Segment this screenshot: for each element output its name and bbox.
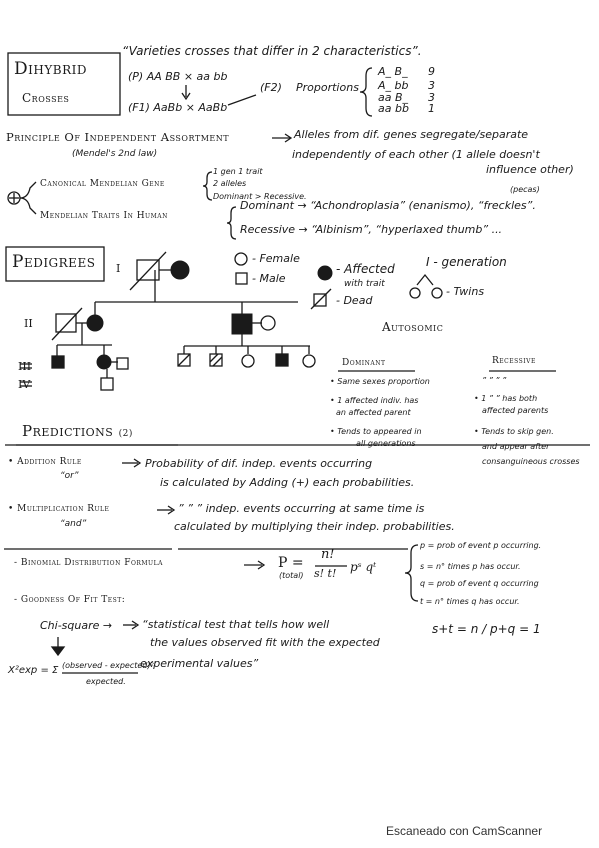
ratio-genotype: aa B_ bbox=[378, 91, 409, 104]
legend-dead: - Dead bbox=[336, 294, 373, 307]
chi-formula-denominator: expected. bbox=[86, 677, 126, 686]
autosomic-recessive-title: Recessive bbox=[492, 356, 536, 366]
principle-title: Principle Of Independent Assortment bbox=[6, 130, 230, 144]
traits-dominant: Dominant → “Achondroplasia” (enanismo), … bbox=[240, 199, 536, 212]
gen1-female-affected bbox=[170, 260, 190, 280]
addition-def-2: is calculated by Adding (+) each probabi… bbox=[160, 476, 415, 489]
binomial-sums: s+t = n / p+q = 1 bbox=[432, 622, 541, 636]
recessive-item: ” ” ” ” bbox=[482, 376, 507, 385]
binomial-total: (total) bbox=[279, 571, 304, 580]
legend-dead-symbol bbox=[313, 293, 327, 307]
legend-affected: - Affected bbox=[336, 262, 395, 276]
f2-label: (F2) bbox=[260, 81, 282, 94]
f1-generation: (F1) AaBb × AaBb bbox=[128, 101, 228, 114]
addition-def-1: Probability of dif. indep. events occurr… bbox=[145, 457, 373, 470]
binomial-denominator: s! t! bbox=[314, 567, 337, 580]
dihybrid-title: Dihybrid bbox=[14, 59, 87, 79]
binomial-p-eq: P = bbox=[278, 555, 304, 571]
mendel-law: (Mendel's 2nd law) bbox=[72, 149, 158, 159]
canonical-label: Canonical Mendelian Gene bbox=[40, 179, 165, 189]
pedigrees-title-box bbox=[5, 246, 105, 282]
p-generation: (P) AA BB × aa bb bbox=[128, 70, 228, 83]
addition-or: “or” bbox=[60, 471, 79, 481]
scanner-watermark: Escaneado con CamScanner bbox=[386, 824, 543, 838]
binomial-def: p = prob of event p occurring. bbox=[420, 541, 542, 550]
canonical-b3: Dominant > Recessive. bbox=[213, 192, 307, 201]
binomial-label: - Binomial Distribution Formula bbox=[14, 558, 163, 568]
recessive-item: • 1 ” ” has both bbox=[474, 394, 538, 403]
autosomic-title: Autosomic bbox=[382, 320, 444, 334]
ratio-genotype: aa bb bbox=[378, 102, 409, 115]
traits-label: Mendelian Traits In Human bbox=[40, 211, 168, 221]
dihybrid-subtitle: Crosses bbox=[22, 91, 70, 105]
legend-affected-symbol bbox=[317, 265, 333, 281]
ratio-genotype: A_ B_ bbox=[378, 65, 408, 78]
goodness-desc-1: “statistical test that tells how well bbox=[142, 618, 330, 631]
multiplication-rule-label: • Multiplication Rule bbox=[8, 504, 110, 514]
legend-affected-2: with trait bbox=[344, 279, 385, 289]
dihybrid-quote: “Varieties crosses that differ in 2 char… bbox=[122, 44, 422, 58]
dominant-item: • Tends to appeared in bbox=[330, 427, 422, 436]
traits-recessive: Recessive → “Albinism”, “hyperlaxed thum… bbox=[240, 223, 503, 236]
canonical-b2: 2 alleles bbox=[213, 179, 247, 188]
binomial-def: t = n° times q has occur. bbox=[420, 597, 520, 606]
principle-def-2: independently of each other (1 allele do… bbox=[292, 148, 540, 161]
gen-label-4: IV bbox=[18, 378, 31, 391]
binomial-def: s = n° times p has occur. bbox=[420, 562, 521, 571]
gen-label-1: I bbox=[116, 262, 121, 275]
recessive-item: affected parents bbox=[482, 406, 549, 415]
legend-male-symbol bbox=[235, 272, 248, 285]
legend-female: - Female bbox=[252, 252, 300, 265]
goodness-desc-2: the values observed fit with the expecte… bbox=[150, 636, 380, 649]
proportions-brace bbox=[359, 67, 373, 117]
traits-pecas: (pecas) bbox=[510, 185, 540, 194]
dominant-item: an affected parent bbox=[336, 408, 411, 417]
ratio-value: 3 bbox=[428, 79, 435, 92]
recessive-item: consanguineous crosses bbox=[482, 457, 580, 466]
pedigrees-title: Pedigrees bbox=[12, 252, 96, 272]
recessive-item: • Tends to skip gen. bbox=[474, 427, 554, 436]
legend-female-symbol bbox=[234, 252, 248, 266]
binomial-def: q = prob of event q occurring bbox=[420, 579, 539, 588]
binomial-power: pˢ qᵗ bbox=[350, 560, 377, 574]
chi-square: Chi-square → bbox=[40, 619, 113, 632]
autosomic-dominant-title: Dominant bbox=[342, 358, 386, 368]
gen2-male-affected bbox=[231, 313, 253, 335]
ratio-value: 9 bbox=[428, 65, 435, 78]
ratio-genotype: A_ bb bbox=[378, 79, 409, 92]
chi-formula-lhs: X²exp = Σ bbox=[8, 665, 59, 676]
principle-def-3: influence other) bbox=[486, 163, 574, 176]
binomial-numerator: n! bbox=[321, 547, 335, 562]
dominant-item: • Same sexes proportion bbox=[330, 377, 430, 386]
proportions-label: Proportions bbox=[296, 81, 359, 94]
multiplication-def-1: ” ” ” indep. events occurring at same ti… bbox=[178, 502, 425, 515]
dihybrid-title-box bbox=[7, 52, 121, 116]
dominant-item: all generations bbox=[356, 439, 416, 448]
multiplication-def-2: calculated by multiplying their indep. p… bbox=[174, 520, 455, 533]
predictions-title: Predictions (2) bbox=[22, 422, 133, 440]
canonical-b1: 1 gen 1 trait bbox=[213, 167, 263, 176]
addition-rule-label: • Addition Rule bbox=[8, 457, 82, 467]
gen-label-3: III bbox=[18, 360, 32, 373]
ratio-value: 1 bbox=[428, 102, 435, 115]
recessive-item: and appear after bbox=[482, 442, 550, 451]
gen-label-2: II bbox=[24, 317, 33, 330]
gen2-female-affected bbox=[86, 314, 104, 332]
goodness-label: - Goodness Of Fit Test: bbox=[14, 595, 126, 605]
goodness-desc-3: experimental values” bbox=[140, 657, 259, 670]
legend-generation: I - generation bbox=[426, 255, 507, 269]
chi-formula-numerator: (observed - expected)² bbox=[62, 661, 154, 670]
legend-twins: - Twins bbox=[446, 285, 485, 298]
multiplication-and: “and” bbox=[60, 519, 87, 529]
dominant-item: • 1 affected indiv. has bbox=[330, 396, 419, 405]
legend-twins-symbol bbox=[416, 273, 434, 286]
principle-def-1: Alleles from dif. genes segregate/separa… bbox=[294, 128, 529, 141]
legend-male: - Male bbox=[252, 272, 286, 285]
ratio-value: 3 bbox=[428, 91, 435, 104]
